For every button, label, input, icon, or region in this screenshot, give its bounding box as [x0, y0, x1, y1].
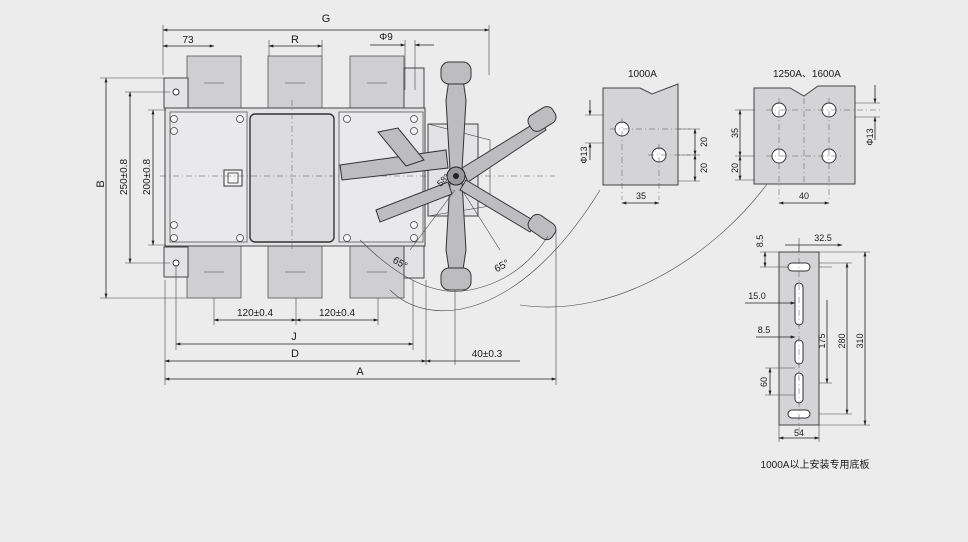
dim-R: R	[291, 34, 299, 46]
dim-35-1000: 35	[636, 191, 646, 201]
dim-D: D	[291, 348, 299, 360]
dim-175: 175	[817, 333, 827, 348]
dim-8-5-middle: 8.5	[758, 325, 771, 335]
handle-arm-upper-right	[461, 119, 547, 183]
dim-A: A	[356, 366, 364, 378]
dim-20-upper: 20	[699, 137, 709, 147]
dim-73: 73	[182, 35, 194, 46]
mounting-ear-right-top	[403, 67, 425, 109]
dim-B: B	[95, 180, 107, 187]
mounting-base-plate: 8.5 32.5 15.0 8.5 175 280 310 60 54 1000…	[745, 233, 870, 471]
dim-250: 250±0.8	[119, 159, 130, 196]
dim-54: 54	[794, 428, 804, 438]
dim-120-left: 120±0.4	[237, 308, 274, 319]
dim-G: G	[322, 13, 331, 25]
ear-hole-top	[172, 88, 180, 96]
detail-1250a-title: 1250A、1600A	[773, 69, 841, 80]
dim-40-1250: 40	[799, 191, 809, 201]
dim-20-lower: 20	[699, 163, 709, 173]
handle-grip-lower-right	[527, 213, 557, 241]
handle-arm-vertical-bottom	[445, 181, 467, 277]
dim-phi9: Φ9	[379, 32, 393, 43]
indicator-window	[223, 169, 243, 187]
dim-15: 15.0	[748, 291, 766, 301]
dim-J: J	[291, 331, 297, 343]
detail-1000a: 1000A Φ13 20 20 35	[579, 69, 709, 205]
detail-1000a-title: 1000A	[628, 69, 657, 80]
dim-20-1250: 20	[730, 163, 740, 173]
phi13-1250: Φ13	[865, 128, 875, 145]
angle-65-right: 65°	[493, 258, 512, 275]
phi13-1000: Φ13	[579, 146, 589, 163]
dim-120-right: 120±0.4	[319, 308, 356, 319]
dim-60: 60	[759, 377, 769, 387]
bottom-terminal-2	[267, 244, 323, 299]
bottom-terminal-3	[349, 244, 405, 299]
dim-280: 280	[837, 333, 847, 348]
handle-grip-bottom	[440, 267, 472, 291]
plate-caption: 1000A以上安装专用底板	[761, 458, 870, 471]
bottom-terminal-1	[186, 244, 242, 299]
handle-arm-vertical-top	[445, 71, 467, 171]
handle-arm-lower-right	[459, 179, 537, 233]
handle-grip-upper-right	[527, 106, 557, 132]
dim-310: 310	[855, 333, 865, 348]
switch-front-view	[160, 55, 557, 299]
dim-40: 40±0.3	[472, 349, 503, 360]
detail-1250a-1600a: 1250A、1600A 35 20 Φ13 40	[730, 69, 880, 205]
leader-curve-1250	[519, 179, 771, 308]
handle-grip-top	[440, 61, 472, 85]
dim-8-5-top: 8.5	[755, 235, 765, 248]
dim-200: 200±0.8	[142, 159, 153, 196]
dim-32-5: 32.5	[814, 233, 832, 243]
dim-35-1250: 35	[730, 128, 740, 138]
leader-curve-1000	[389, 189, 601, 312]
